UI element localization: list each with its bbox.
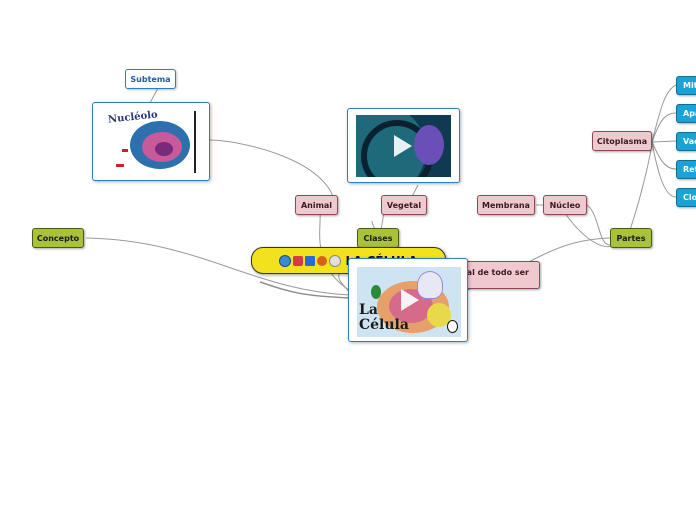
target-icon (279, 254, 292, 267)
classes-label: Clases (363, 233, 393, 243)
play-icon (394, 135, 412, 157)
reticulum-node[interactable]: Ret (676, 160, 696, 179)
concept-label: Concepto (36, 233, 80, 243)
cytoplasm-label: Citoplasma (596, 136, 648, 146)
vacuole-label: Vac (683, 137, 696, 146)
cell-video-thumbnail: La Célula (357, 267, 461, 337)
definition-label: mental de todo ser (443, 268, 529, 277)
golgi-node[interactable]: Apa (676, 104, 696, 123)
cell-video-caption: La Célula (359, 302, 409, 333)
video-thumbnail (356, 115, 451, 177)
membrane-label: Membrana (482, 200, 530, 210)
parts-label: Partes (616, 233, 646, 243)
cell-play-icon (401, 289, 419, 311)
classes-node[interactable]: Clases (357, 228, 399, 248)
cytoplasm-node[interactable]: Citoplasma (592, 131, 652, 151)
cell-video-card[interactable]: La Célula (348, 258, 468, 342)
golgi-label: Apa (683, 109, 696, 118)
chloroplast-label: Clo (683, 193, 696, 202)
plant-label: Vegetal (386, 200, 422, 210)
subtopic-node[interactable]: Subtema (125, 69, 176, 89)
chloroplast-node[interactable]: Clo (676, 188, 696, 207)
video-card[interactable] (347, 108, 460, 183)
subtopic-label: Subtema (130, 74, 171, 84)
nucleolus-image (102, 109, 202, 175)
nucleus-node[interactable]: Núcleo (543, 195, 587, 215)
ball-icon (317, 255, 328, 266)
plant-node[interactable]: Vegetal (381, 195, 427, 215)
concept-node[interactable]: Concepto (32, 228, 84, 248)
reticulum-label: Ret (683, 165, 696, 174)
music-icon (329, 254, 342, 267)
animal-node[interactable]: Animal (295, 195, 338, 215)
membrane-node[interactable]: Membrana (477, 195, 535, 215)
nucleolus-image-card[interactable]: Nucléolo (92, 102, 210, 181)
parts-node[interactable]: Partes (610, 228, 652, 248)
root-icons (279, 254, 342, 267)
floppy-icon (305, 255, 316, 266)
badge-icon (447, 320, 458, 333)
animal-label: Animal (300, 200, 333, 210)
heart-icon (293, 255, 304, 266)
mitochondria-label: Mit (683, 81, 696, 90)
vacuole-node[interactable]: Vac (676, 132, 696, 151)
nucleus-label: Núcleo (549, 200, 581, 210)
mitochondria-node[interactable]: Mit (676, 76, 696, 95)
